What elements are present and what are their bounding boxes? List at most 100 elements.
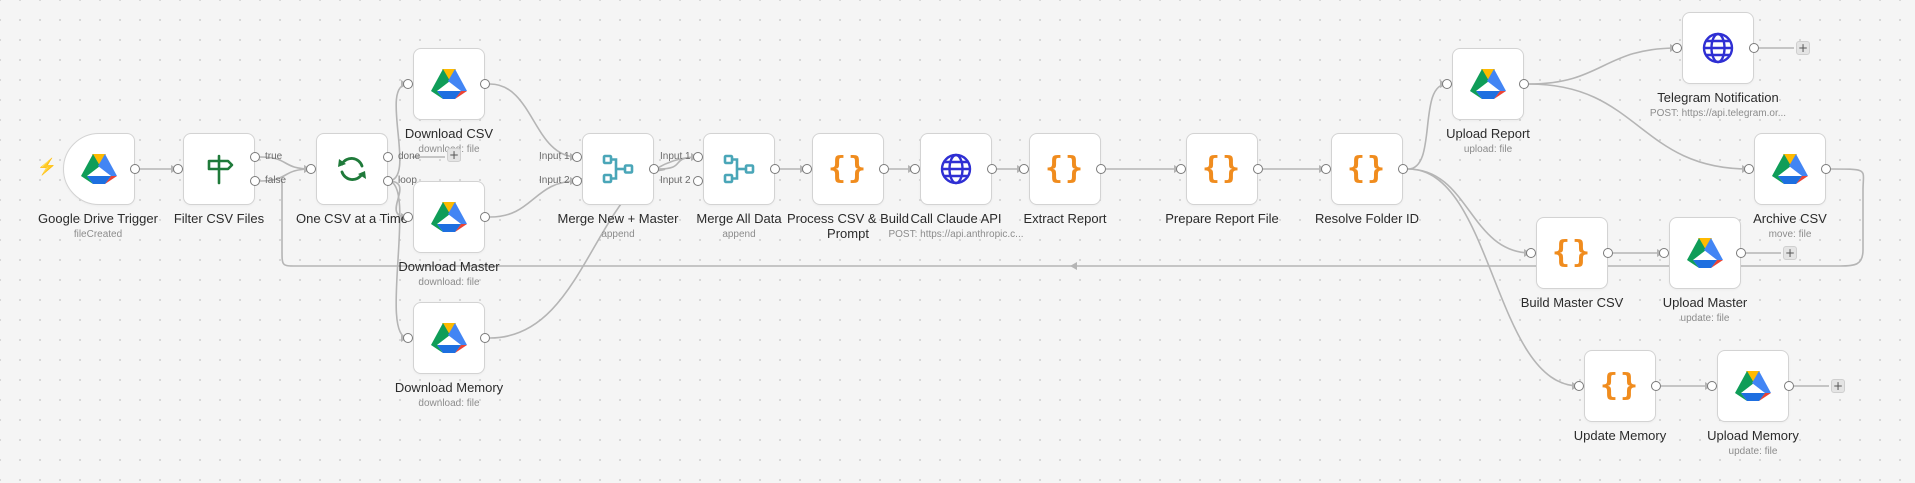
upload-report-node[interactable] <box>1452 48 1524 120</box>
trigger-bolt-icon: ⚡ <box>37 159 57 176</box>
merge-all-data-node[interactable] <box>703 133 775 205</box>
edge-arrowhead <box>1070 262 1077 270</box>
connection-edge[interactable] <box>259 168 312 182</box>
google-drive-trigger-node[interactable] <box>63 133 135 205</box>
connection-handle[interactable] <box>1176 164 1186 174</box>
connection-handle[interactable] <box>802 164 812 174</box>
connection-handle[interactable] <box>480 79 490 89</box>
connection-edge[interactable] <box>387 180 409 218</box>
connection-handle[interactable] <box>1744 164 1754 174</box>
code-icon: {} <box>1599 368 1641 403</box>
connection-handle[interactable] <box>572 152 582 162</box>
connection-edge[interactable] <box>387 83 409 182</box>
merge-new-master-node[interactable] <box>582 133 654 205</box>
update-memory-node[interactable]: {} <box>1584 350 1656 422</box>
connection-handle[interactable] <box>1659 248 1669 258</box>
connection-handle[interactable] <box>250 152 260 162</box>
connection-handle[interactable] <box>770 164 780 174</box>
telegram-notification-node[interactable] <box>1682 12 1754 84</box>
port-label-input-1: Input 1 <box>539 151 570 162</box>
google-drive-icon <box>1469 65 1507 103</box>
connection-handle[interactable] <box>480 333 490 343</box>
filter-csv-files-node[interactable] <box>183 133 255 205</box>
connection-handle[interactable] <box>1574 381 1584 391</box>
download-master-node[interactable] <box>413 181 485 253</box>
connection-handle[interactable] <box>1019 164 1029 174</box>
add-node-button[interactable]: + <box>447 148 461 162</box>
code-icon: {} <box>1201 151 1243 186</box>
node-label: Call Claude API <box>910 211 1002 226</box>
download-csv-node[interactable] <box>413 48 485 120</box>
connection-handle[interactable] <box>403 212 413 222</box>
upload-memory-node[interactable] <box>1717 350 1789 422</box>
google-drive-icon <box>430 198 468 236</box>
connection-handle[interactable] <box>1526 248 1536 258</box>
connection-handle[interactable] <box>910 164 920 174</box>
connection-edge[interactable] <box>489 180 578 218</box>
connection-handle[interactable] <box>693 152 703 162</box>
extract-report-node[interactable]: {} <box>1029 133 1101 205</box>
connection-handle[interactable] <box>480 212 490 222</box>
signpost-icon <box>200 150 238 188</box>
connection-handle[interactable] <box>649 164 659 174</box>
connection-handle[interactable] <box>250 176 260 186</box>
connection-edge[interactable] <box>489 83 578 158</box>
code-icon: {} <box>827 151 869 186</box>
connection-handle[interactable] <box>1672 43 1682 53</box>
connection-handle[interactable] <box>1442 79 1452 89</box>
connection-handle[interactable] <box>403 333 413 343</box>
google-drive-icon <box>1734 367 1772 405</box>
connection-handle[interactable] <box>879 164 889 174</box>
upload-master-node[interactable] <box>1669 217 1741 289</box>
connection-handle[interactable] <box>1784 381 1794 391</box>
connection-handle[interactable] <box>130 164 140 174</box>
connection-handle[interactable] <box>173 164 183 174</box>
connection-handle[interactable] <box>987 164 997 174</box>
connection-edge[interactable] <box>1407 168 1580 387</box>
connection-edge[interactable] <box>387 180 409 339</box>
connection-handle[interactable] <box>1821 164 1831 174</box>
add-node-button[interactable]: + <box>1796 41 1810 55</box>
connection-handle[interactable] <box>1519 79 1529 89</box>
node-label: Process CSV & Build Prompt <box>786 211 910 241</box>
node-label: Prepare Report File <box>1165 211 1279 226</box>
node-label: Merge New + Master <box>557 211 679 226</box>
connection-handle[interactable] <box>1651 381 1661 391</box>
archive-csv-node[interactable] <box>1754 133 1826 205</box>
connection-handle[interactable] <box>572 176 582 186</box>
connection-handle[interactable] <box>1096 164 1106 174</box>
connection-handle[interactable] <box>1603 248 1613 258</box>
port-label-true: true <box>265 151 283 162</box>
download-memory-node[interactable] <box>413 302 485 374</box>
connection-edge[interactable] <box>657 156 699 170</box>
port-label-input-2: Input 2 <box>660 175 691 186</box>
connection-edge[interactable] <box>1528 83 1750 170</box>
connection-edge[interactable] <box>489 156 699 339</box>
connection-edge[interactable] <box>1528 47 1678 85</box>
resolve-folder-id-node[interactable]: {} <box>1331 133 1403 205</box>
connection-handle[interactable] <box>403 79 413 89</box>
connection-handle[interactable] <box>383 176 393 186</box>
connection-handle[interactable] <box>1736 248 1746 258</box>
connection-handle[interactable] <box>1707 381 1717 391</box>
connection-handle[interactable] <box>1398 164 1408 174</box>
build-master-csv-node[interactable]: {} <box>1536 217 1608 289</box>
node-label: Telegram Notification <box>1657 90 1779 105</box>
one-csv-at-a-time-node[interactable] <box>316 133 388 205</box>
connection-handle[interactable] <box>1321 164 1331 174</box>
connection-edge[interactable] <box>281 168 1865 267</box>
add-node-button[interactable]: + <box>1831 379 1845 393</box>
connection-handle[interactable] <box>306 164 316 174</box>
node-label: Extract Report <box>1023 211 1107 226</box>
connection-handle[interactable] <box>383 152 393 162</box>
connection-handle[interactable] <box>1253 164 1263 174</box>
add-node-button[interactable]: + <box>1783 246 1797 260</box>
connection-edge[interactable] <box>1407 168 1532 254</box>
prepare-report-file-node[interactable]: {} <box>1186 133 1258 205</box>
connection-handle[interactable] <box>693 176 703 186</box>
connection-edge[interactable] <box>1407 83 1448 170</box>
connection-handle[interactable] <box>1749 43 1759 53</box>
process-csv-build-prompt-node[interactable]: {} <box>812 133 884 205</box>
call-claude-api-node[interactable] <box>920 133 992 205</box>
